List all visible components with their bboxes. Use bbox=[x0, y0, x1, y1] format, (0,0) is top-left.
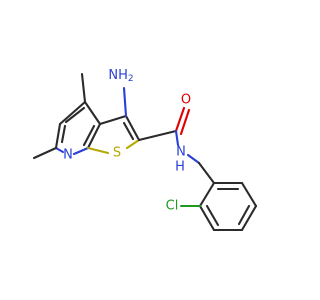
bond-b5-b6 bbox=[240, 181, 258, 208]
bond-c2-s bbox=[125, 138, 141, 150]
bond-c5-c4-inner bbox=[64, 106, 86, 124]
bond-c5-c4 bbox=[58, 100, 87, 126]
amine-label: NH2 bbox=[108, 68, 133, 85]
bond-n-ch2 bbox=[186, 153, 201, 165]
bond-c3-nh2 bbox=[122, 86, 128, 118]
bond-c7a-n bbox=[72, 146, 90, 156]
bond-carbonyl-n bbox=[174, 129, 180, 147]
bond-c4-c3a bbox=[83, 100, 102, 126]
bond-n-c6 bbox=[54, 146, 65, 154]
bond-c3-c2 bbox=[124, 114, 141, 142]
bond-c2-carbonyl bbox=[137, 129, 178, 142]
pyridine-nitrogen-label: N bbox=[63, 148, 73, 163]
bond-methyl-c6 bbox=[32, 146, 58, 160]
bond-s-c7a bbox=[86, 146, 110, 155]
bond-c3a-c3 bbox=[98, 114, 128, 126]
thiophene-sulfur-label: S bbox=[113, 146, 121, 161]
bond-b2-b3-inner bbox=[205, 204, 220, 227]
chlorine-label: Cl bbox=[166, 199, 179, 214]
benzene-ring bbox=[198, 181, 258, 232]
bond-b4-b5 bbox=[240, 204, 258, 232]
bond-b1-b2 bbox=[198, 181, 216, 208]
molecule-structure: NH2 O N H N S Cl bbox=[32, 68, 258, 232]
bond-c6-c5 bbox=[54, 122, 62, 150]
bond-b2-b3 bbox=[198, 204, 216, 232]
bond-ch2-benzene bbox=[197, 161, 216, 185]
amide-hydrogen-label: H bbox=[175, 160, 185, 175]
bond-c3a-c7a-inner bbox=[82, 124, 96, 147]
bond-methyl-c4 bbox=[80, 72, 87, 104]
bond-c3-c2-inner bbox=[122, 121, 135, 141]
bond-b4-b5-inner bbox=[237, 204, 251, 226]
bond-carbonyl-o-inner bbox=[179, 108, 191, 136]
carbonyl-oxygen-label: O bbox=[181, 93, 191, 108]
pyridine-ring bbox=[54, 100, 102, 156]
thiophene-ring bbox=[86, 114, 141, 155]
bond-carbonyl-o bbox=[174, 106, 186, 133]
bond-c3a-c7a bbox=[86, 122, 102, 150]
amide-nitrogen-label: N bbox=[176, 145, 186, 160]
bond-c6-c5-inner bbox=[60, 124, 67, 144]
